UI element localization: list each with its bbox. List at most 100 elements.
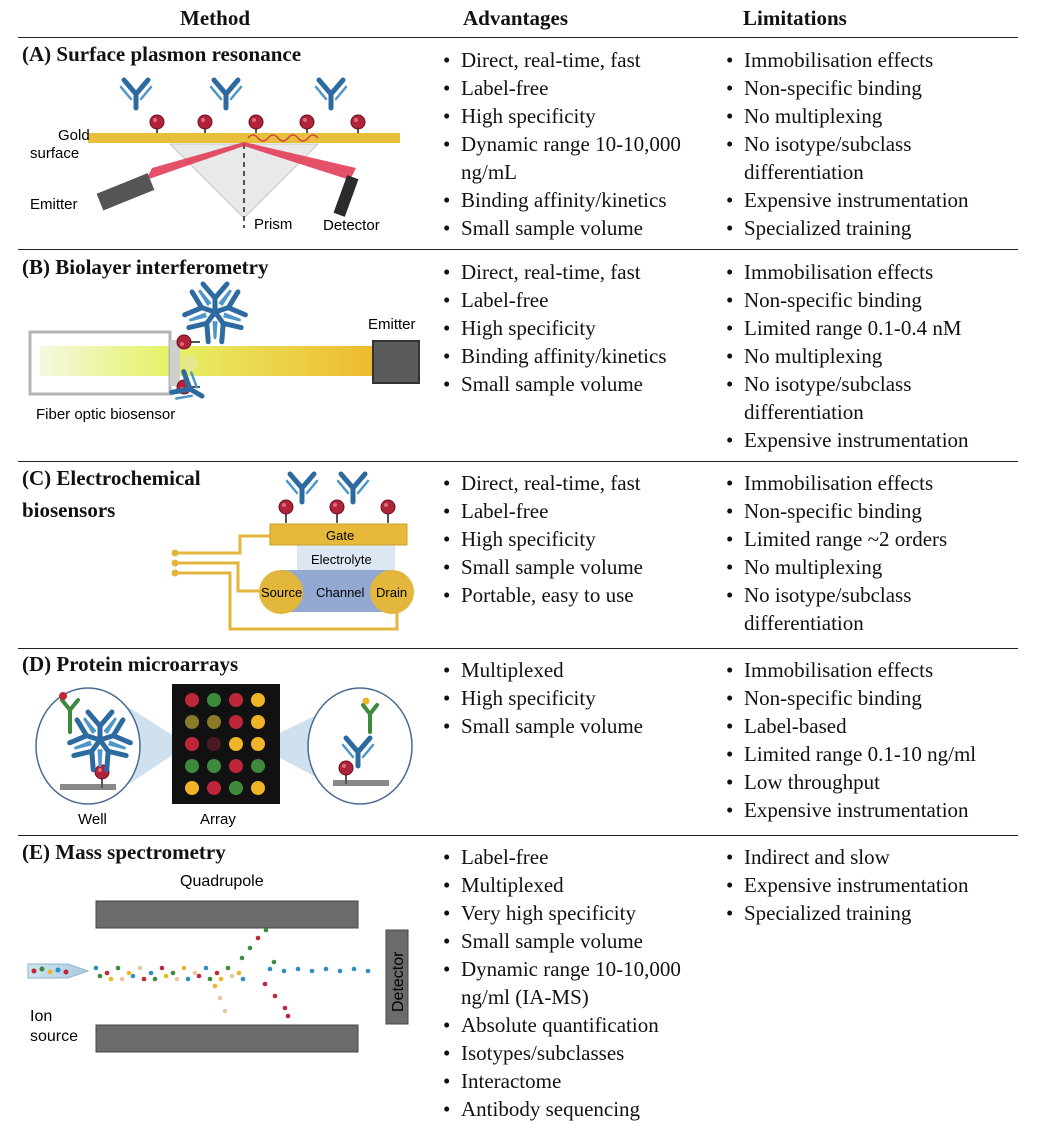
label-fiber-optic-biosensor: Fiber optic biosensor <box>36 406 175 423</box>
list-item: Small sample volume <box>443 370 728 398</box>
ion-particle <box>185 976 191 982</box>
list-item: No multiplexing <box>726 342 1026 370</box>
label-quadrupole: Quadrupole <box>180 873 264 890</box>
advantages-list: Direct, real-time, fast Label-free High … <box>443 469 728 609</box>
list-item: Limited range ~2 orders <box>726 525 1026 553</box>
label-prism: Prism <box>254 216 292 233</box>
source-electrode <box>259 570 303 614</box>
ion-particle <box>108 976 114 982</box>
section-title-line2: biosensors <box>22 498 116 522</box>
list-item: High specificity <box>443 314 728 342</box>
ion-particle <box>130 973 136 979</box>
list-item: Low throughput <box>726 768 1026 796</box>
antigen-bead-icon <box>278 499 294 524</box>
microarray-diagram: Well Array <box>35 684 413 828</box>
ion-particle <box>295 966 301 972</box>
detector-box <box>333 175 359 217</box>
ion-particle <box>217 995 223 1001</box>
list-item: Immobilisation effects <box>726 656 1026 684</box>
antibody-icon <box>121 80 151 108</box>
quadrupole-rod-bottom <box>95 1024 359 1053</box>
ion-particle <box>240 976 246 982</box>
list-item: Immobilisation effects <box>726 258 1026 286</box>
limitations-list: Immobilisation effects Non-specific bind… <box>726 258 1026 454</box>
header-divider <box>18 37 1018 38</box>
array-spot <box>185 781 199 795</box>
label-source: Source <box>261 585 302 600</box>
ion-particle <box>218 976 224 982</box>
array-spot <box>185 737 199 751</box>
label-detector: Detector <box>323 217 380 234</box>
ion-particle <box>285 1013 291 1019</box>
antigen-bead-icon <box>380 499 396 524</box>
list-item: Non-specific binding <box>726 286 1026 314</box>
ion-particle <box>196 973 202 979</box>
ion-particle <box>207 976 213 982</box>
list-item: Expensive instrumentation <box>726 796 1026 824</box>
array-spot <box>229 715 243 729</box>
list-item: Small sample volume <box>443 553 728 581</box>
array-spot <box>207 693 221 707</box>
label-ion: Ion <box>30 1008 52 1025</box>
label-surface: surface <box>30 145 79 162</box>
section-title: (B) Biolayer interferometry <box>22 255 269 279</box>
ion-particle <box>247 945 253 951</box>
antibody-icon <box>338 474 368 502</box>
list-item: Antibody sequencing <box>443 1095 728 1123</box>
list-item: High specificity <box>443 684 728 712</box>
advantages-list: Direct, real-time, fast Label-free High … <box>443 46 728 242</box>
electrolyte <box>297 545 395 570</box>
list-item: Multiplexed <box>443 871 728 899</box>
list-item: No isotype/subclass differentiation <box>726 370 1026 426</box>
list-item: Interactome <box>443 1067 728 1095</box>
divider-d-e <box>18 835 1018 836</box>
reflected-beam <box>244 142 356 180</box>
ion-particle <box>262 981 268 987</box>
antibody-cluster-icon <box>184 284 247 343</box>
ion-particle <box>229 973 235 979</box>
ion-particle <box>141 976 147 982</box>
list-item: Portable, easy to use <box>443 581 728 609</box>
spr-diagram: Gold surface Emitter Prism Detector <box>30 68 400 234</box>
antigen-bead-icon <box>329 499 345 524</box>
emitter-box <box>96 173 155 211</box>
array-spot <box>251 737 265 751</box>
incident-beam <box>146 142 244 180</box>
array-spot <box>229 781 243 795</box>
label-gold: Gold <box>58 127 90 144</box>
gate <box>269 523 408 546</box>
divider-b-c <box>18 461 1018 462</box>
ion-particle <box>239 955 245 961</box>
list-item: Absolute quantification <box>443 1011 728 1039</box>
list-item: No isotype/subclass differentiation <box>726 581 1026 637</box>
ion-particle <box>214 970 220 976</box>
ion-particle <box>104 970 110 976</box>
ion-particle <box>126 970 132 976</box>
list-item: Expensive instrumentation <box>726 186 1026 214</box>
ion-particle <box>170 970 176 976</box>
limitations-list: Immobilisation effects Non-specific bind… <box>726 469 1026 637</box>
ion-particle <box>337 968 343 974</box>
quadrupole-rod-top <box>95 900 359 929</box>
array-spot <box>229 693 243 707</box>
list-item: Label-free <box>443 497 728 525</box>
divider-c-d <box>18 648 1018 649</box>
electrochemical-diagram: Gate Electrolyte Source Channel Drain <box>171 466 414 631</box>
list-item: No multiplexing <box>726 553 1026 581</box>
label-gate: Gate <box>326 528 354 543</box>
emitter-box <box>372 340 420 384</box>
ion-particle <box>148 970 154 976</box>
ion-particle <box>159 965 165 971</box>
ion-particle <box>137 965 143 971</box>
label-emitter: Emitter <box>368 316 416 333</box>
ion-particle <box>93 965 99 971</box>
list-item: Label-free <box>443 286 728 314</box>
antibody-icon <box>211 80 241 108</box>
list-item: Limited range 0.1-10 ng/ml <box>726 740 1026 768</box>
array-spot <box>207 737 221 751</box>
list-item: Binding affinity/kinetics <box>443 342 728 370</box>
bli-diagram: Emitter Fiber optic biosensor <box>28 284 420 423</box>
advantages-list: Multiplexed High specificity Small sampl… <box>443 656 728 740</box>
label-electrolyte: Electrolyte <box>311 552 372 567</box>
list-item: High specificity <box>443 525 728 553</box>
